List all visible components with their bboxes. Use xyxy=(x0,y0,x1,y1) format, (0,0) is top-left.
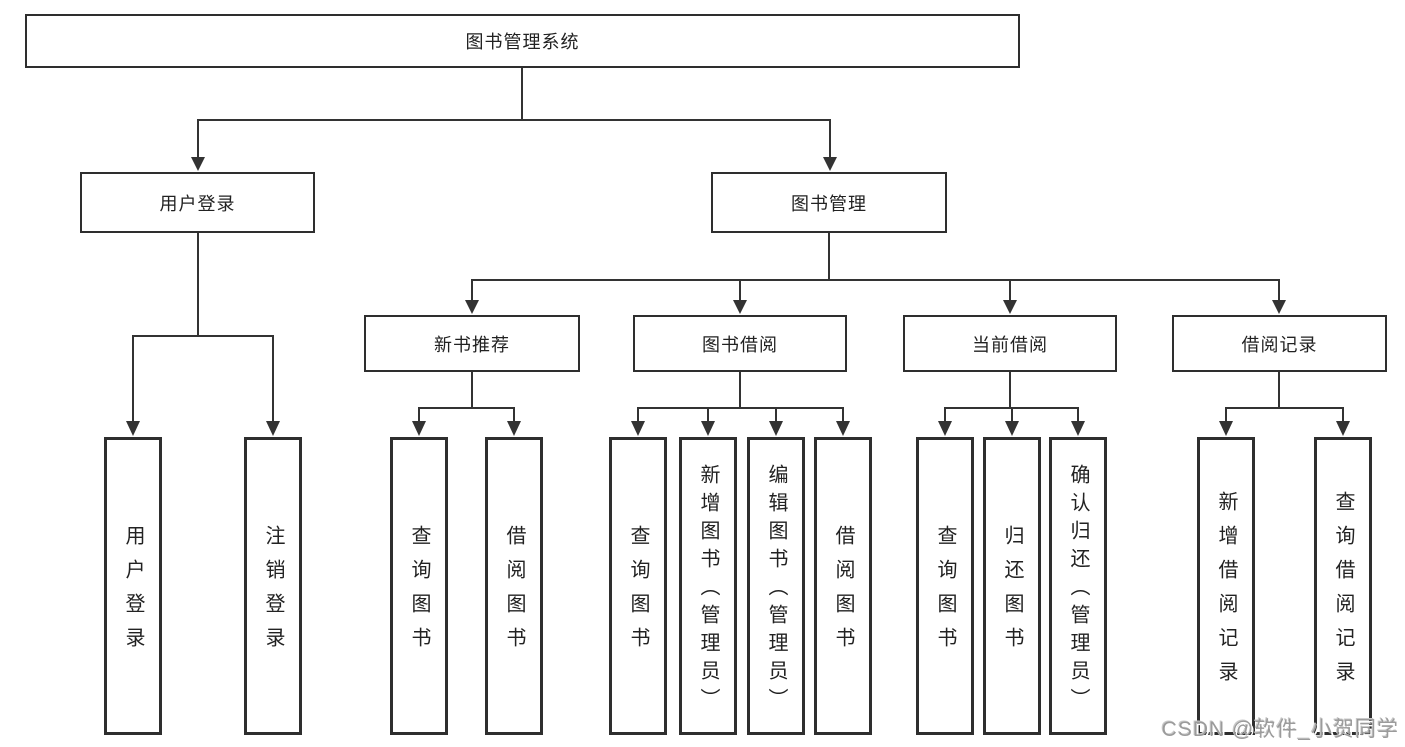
leaf-add-book-admin: 新增图书（管理员） xyxy=(679,437,737,735)
leaf-return-books-label: 归还图书 xyxy=(1001,525,1023,661)
node-user-login-branch: 用户登录 xyxy=(80,172,315,233)
leaf-query-books-borrow-label: 查询图书 xyxy=(627,525,649,661)
leaf-confirm-return-admin: 确认归还（管理员） xyxy=(1049,437,1107,735)
node-book-borrowing-label: 图书借阅 xyxy=(702,334,778,355)
leaf-return-books: 归还图书 xyxy=(983,437,1041,735)
node-root-system: 图书管理系统 xyxy=(25,14,1020,68)
leaf-query-books-borrow: 查询图书 xyxy=(609,437,667,735)
node-new-book-recommendation: 新书推荐 xyxy=(364,315,580,372)
node-book-borrowing: 图书借阅 xyxy=(633,315,847,372)
leaf-query-books-recommend: 查询图书 xyxy=(390,437,448,735)
leaf-borrow-books-label: 借阅图书 xyxy=(832,525,854,661)
leaf-user-login-label: 用户登录 xyxy=(122,525,144,661)
node-current-borrowing-label: 当前借阅 xyxy=(972,334,1048,355)
leaf-borrow-books-recommend-label: 借阅图书 xyxy=(503,525,525,661)
node-book-management-branch: 图书管理 xyxy=(711,172,947,233)
csdn-watermark: CSDN @软件_小贺同学 xyxy=(1161,718,1399,741)
leaf-edit-book-admin: 编辑图书（管理员） xyxy=(747,437,805,735)
leaf-add-borrow-record: 新增借阅记录 xyxy=(1197,437,1255,735)
leaf-add-book-admin-label: 新增图书（管理员） xyxy=(697,464,719,716)
node-borrowing-records: 借阅记录 xyxy=(1172,315,1387,372)
leaf-edit-book-admin-label: 编辑图书（管理员） xyxy=(765,464,787,716)
leaf-borrow-books-recommend: 借阅图书 xyxy=(485,437,543,735)
node-new-book-recommendation-label: 新书推荐 xyxy=(434,334,510,355)
leaf-add-borrow-record-label: 新增借阅记录 xyxy=(1215,491,1237,695)
leaf-confirm-return-admin-label: 确认归还（管理员） xyxy=(1067,464,1089,716)
leaf-logout: 注销登录 xyxy=(244,437,302,735)
node-borrowing-records-label: 借阅记录 xyxy=(1241,334,1318,355)
leaf-query-books-current-label: 查询图书 xyxy=(934,525,956,661)
leaf-query-borrow-record: 查询借阅记录 xyxy=(1314,437,1372,735)
node-book-management-label: 图书管理 xyxy=(791,193,867,214)
node-user-login-label: 用户登录 xyxy=(159,193,236,214)
node-current-borrowing: 当前借阅 xyxy=(903,315,1117,372)
leaf-borrow-books: 借阅图书 xyxy=(814,437,872,735)
leaf-query-books-current: 查询图书 xyxy=(916,437,974,735)
leaf-user-login: 用户登录 xyxy=(104,437,162,735)
leaf-query-books-recommend-label: 查询图书 xyxy=(408,525,430,661)
leaf-logout-label: 注销登录 xyxy=(262,525,284,661)
leaf-query-borrow-record-label: 查询借阅记录 xyxy=(1332,491,1354,695)
node-root-label: 图书管理系统 xyxy=(465,32,580,52)
